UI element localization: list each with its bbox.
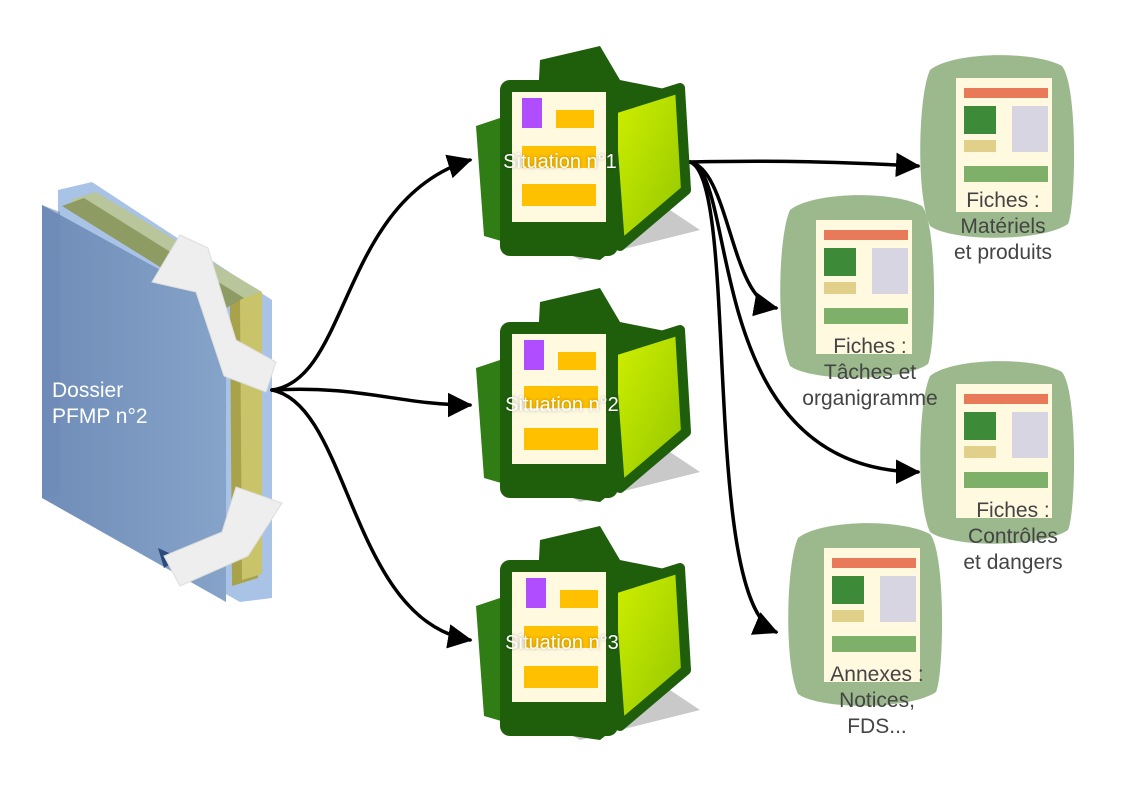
- fiche-label-line: organigramme: [802, 387, 938, 410]
- fiche-label-line: Matériels: [960, 215, 1046, 238]
- situation-2-label: Situation n°2: [505, 394, 619, 416]
- annexes-label: Annexes : Notices, FDS...: [782, 662, 972, 740]
- fiche-label-line: et dangers: [963, 551, 1063, 574]
- fiche-label-line: Fiches :: [833, 335, 907, 358]
- arrow-situation-to-fiches-taches: [688, 160, 779, 317]
- fiche-label-line: FDS...: [847, 715, 907, 738]
- fiche-label-line: Fiches :: [976, 499, 1050, 522]
- arrow-dossier-to-situation-1: [270, 154, 473, 392]
- fiche-label-line: Tâches et: [823, 361, 917, 384]
- fiche-label-line: et produits: [953, 241, 1053, 264]
- arrow-situation-to-fiches-materiels: [688, 152, 921, 178]
- fiche-label-line: Annexes :: [830, 663, 924, 686]
- situation-folder-icon: [476, 526, 700, 740]
- connector-arrows: [270, 152, 921, 649]
- fiche-taches-label: Fiches : Tâches et organigramme: [775, 334, 965, 412]
- fiche-card-icon: [920, 55, 1075, 238]
- fiche-label-line: Fiches :: [966, 189, 1040, 212]
- situation-folder-icon: [476, 46, 700, 260]
- fiche-card-icon: [920, 361, 1075, 544]
- arrow-situation-to-annexes: [688, 160, 779, 635]
- arrow-dossier-to-situation-2: [270, 387, 473, 418]
- fiche-label-line: Contrôles: [968, 525, 1058, 548]
- dossier-label: Dossier PFMP n°2: [52, 378, 148, 430]
- arrow-situation-to-fiches-controles: [688, 160, 921, 485]
- situation-folder-icon: [476, 288, 700, 502]
- situation-1-label: Situation n°1: [503, 151, 617, 173]
- fiche-label-line: Notices,: [839, 689, 915, 712]
- situation-3-label: Situation n°3: [505, 632, 619, 654]
- dossier-label-line: Dossier: [52, 379, 124, 402]
- arrow-dossier-to-situation-3: [270, 388, 473, 649]
- fiche-controles-label: Fiches : Contrôles et dangers: [918, 498, 1108, 576]
- fiche-materiels-label: Fiches : Matériels et produits: [908, 188, 1098, 266]
- fiche-card-icon: [788, 523, 943, 706]
- fiche-card-icon: [780, 195, 935, 378]
- dossier-binder-icon: [42, 182, 283, 602]
- dossier-label-line: PFMP n°2: [52, 405, 148, 428]
